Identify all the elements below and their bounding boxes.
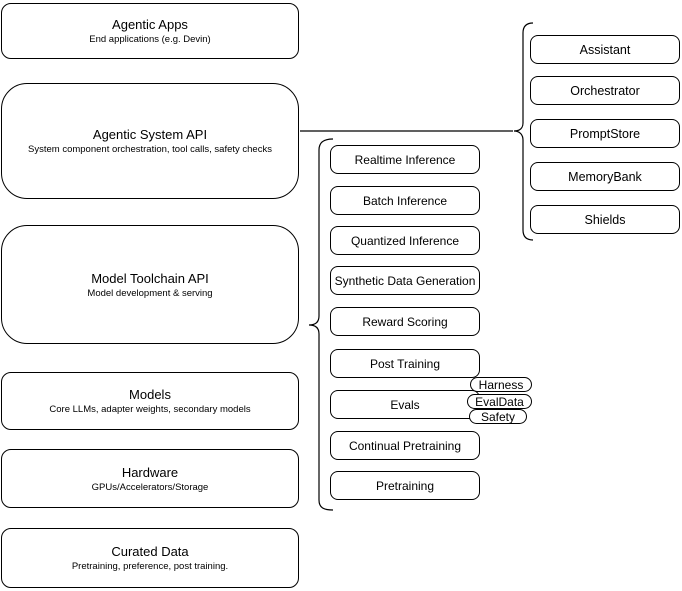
node-title: Curated Data bbox=[111, 544, 189, 559]
node-label: PromptStore bbox=[569, 126, 641, 141]
node-batch-inference: Batch Inference bbox=[330, 186, 480, 215]
node-label: Pretraining bbox=[375, 478, 435, 493]
node-label: Synthetic Data Generation bbox=[334, 273, 476, 288]
node-label: Continual Pretraining bbox=[348, 438, 462, 453]
node-synthetic-data-generation: Synthetic Data Generation bbox=[330, 266, 480, 295]
node-subtitle: Model development & serving bbox=[87, 287, 213, 299]
node-subtitle: Pretraining, preference, post training. bbox=[71, 561, 229, 572]
node-shields: Shields bbox=[530, 205, 680, 234]
tag-evaldata: EvalData bbox=[467, 394, 532, 409]
tag-label: EvalData bbox=[475, 394, 524, 409]
node-title: Model Toolchain API bbox=[91, 270, 209, 286]
node-label: Shields bbox=[584, 212, 626, 227]
node-label: Reward Scoring bbox=[362, 314, 448, 329]
node-hardware: Hardware GPUs/Accelerators/Storage bbox=[1, 449, 299, 508]
node-pretraining: Pretraining bbox=[330, 471, 480, 500]
node-realtime-inference: Realtime Inference bbox=[330, 145, 480, 174]
node-label: Batch Inference bbox=[362, 193, 448, 208]
node-title: Agentic System API bbox=[92, 127, 208, 142]
node-curated-data: Curated Data Pretraining, preference, po… bbox=[1, 528, 299, 588]
node-subtitle: Core LLMs, adapter weights, secondary mo… bbox=[49, 404, 251, 415]
node-assistant: Assistant bbox=[530, 35, 680, 64]
node-subtitle: End applications (e.g. Devin) bbox=[89, 34, 211, 45]
tag-harness: Harness bbox=[470, 377, 532, 392]
node-label: Orchestrator bbox=[570, 83, 640, 98]
node-memorybank: MemoryBank bbox=[530, 162, 680, 191]
node-label: Realtime Inference bbox=[354, 152, 456, 167]
node-subtitle: System component orchestration, tool cal… bbox=[28, 144, 272, 155]
node-promptstore: PromptStore bbox=[530, 119, 680, 148]
node-label: Evals bbox=[390, 397, 420, 412]
node-title: Agentic Apps bbox=[112, 17, 188, 32]
node-title: Hardware bbox=[121, 464, 179, 480]
node-label: Post Training bbox=[369, 356, 441, 371]
tag-safety: Safety bbox=[469, 409, 527, 424]
node-agentic-apps: Agentic Apps End applications (e.g. Devi… bbox=[1, 3, 299, 59]
node-label: Quantized Inference bbox=[350, 233, 460, 248]
node-quantized-inference: Quantized Inference bbox=[330, 226, 480, 255]
node-agentic-system-api: Agentic System API System component orch… bbox=[1, 83, 299, 199]
node-models: Models Core LLMs, adapter weights, secon… bbox=[1, 372, 299, 430]
node-model-toolchain-api: Model Toolchain API Model development & … bbox=[1, 225, 299, 344]
node-title: Models bbox=[129, 387, 171, 402]
node-label: Assistant bbox=[579, 42, 631, 57]
node-continual-pretraining: Continual Pretraining bbox=[330, 431, 480, 460]
node-post-training: Post Training bbox=[330, 349, 480, 378]
node-label: MemoryBank bbox=[568, 169, 642, 184]
tag-label: Harness bbox=[478, 377, 524, 392]
node-reward-scoring: Reward Scoring bbox=[330, 307, 480, 336]
node-orchestrator: Orchestrator bbox=[530, 76, 680, 105]
node-evals: Evals bbox=[330, 390, 480, 419]
tag-label: Safety bbox=[480, 409, 516, 424]
node-subtitle: GPUs/Accelerators/Storage bbox=[91, 481, 209, 493]
